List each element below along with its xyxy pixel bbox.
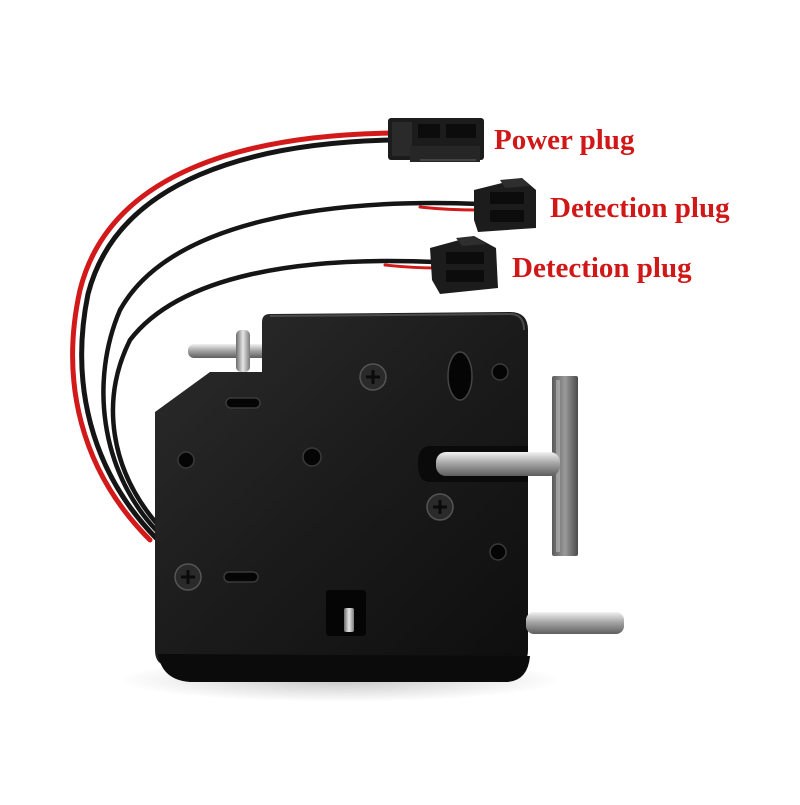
wire-harness <box>70 130 483 543</box>
screws <box>174 363 454 591</box>
hole-right <box>489 543 507 561</box>
screw-bottom-left <box>174 563 202 591</box>
mounting-holes <box>177 351 509 583</box>
power-plug-label: Power plug <box>494 124 635 156</box>
power-plug-connector <box>388 118 484 162</box>
hole-center <box>302 447 322 467</box>
detection-plug-label-1: Detection plug <box>550 192 730 224</box>
latch-slot <box>326 590 366 636</box>
top-guide-pin <box>188 330 268 372</box>
slot-bottom-left <box>223 571 259 583</box>
oval-hole-top <box>447 351 473 401</box>
screw-middle <box>426 493 454 521</box>
hole-top-right <box>491 363 509 381</box>
lock-bolt <box>418 446 560 482</box>
detection-plug-connector-1 <box>474 178 536 232</box>
bottom-pin <box>526 612 624 634</box>
screw-top <box>359 363 387 391</box>
detection-plug-label-2: Detection plug <box>512 252 692 284</box>
hole-left <box>177 451 195 469</box>
slot-top-left <box>225 397 261 409</box>
detection-plug-connector-2 <box>430 236 498 294</box>
